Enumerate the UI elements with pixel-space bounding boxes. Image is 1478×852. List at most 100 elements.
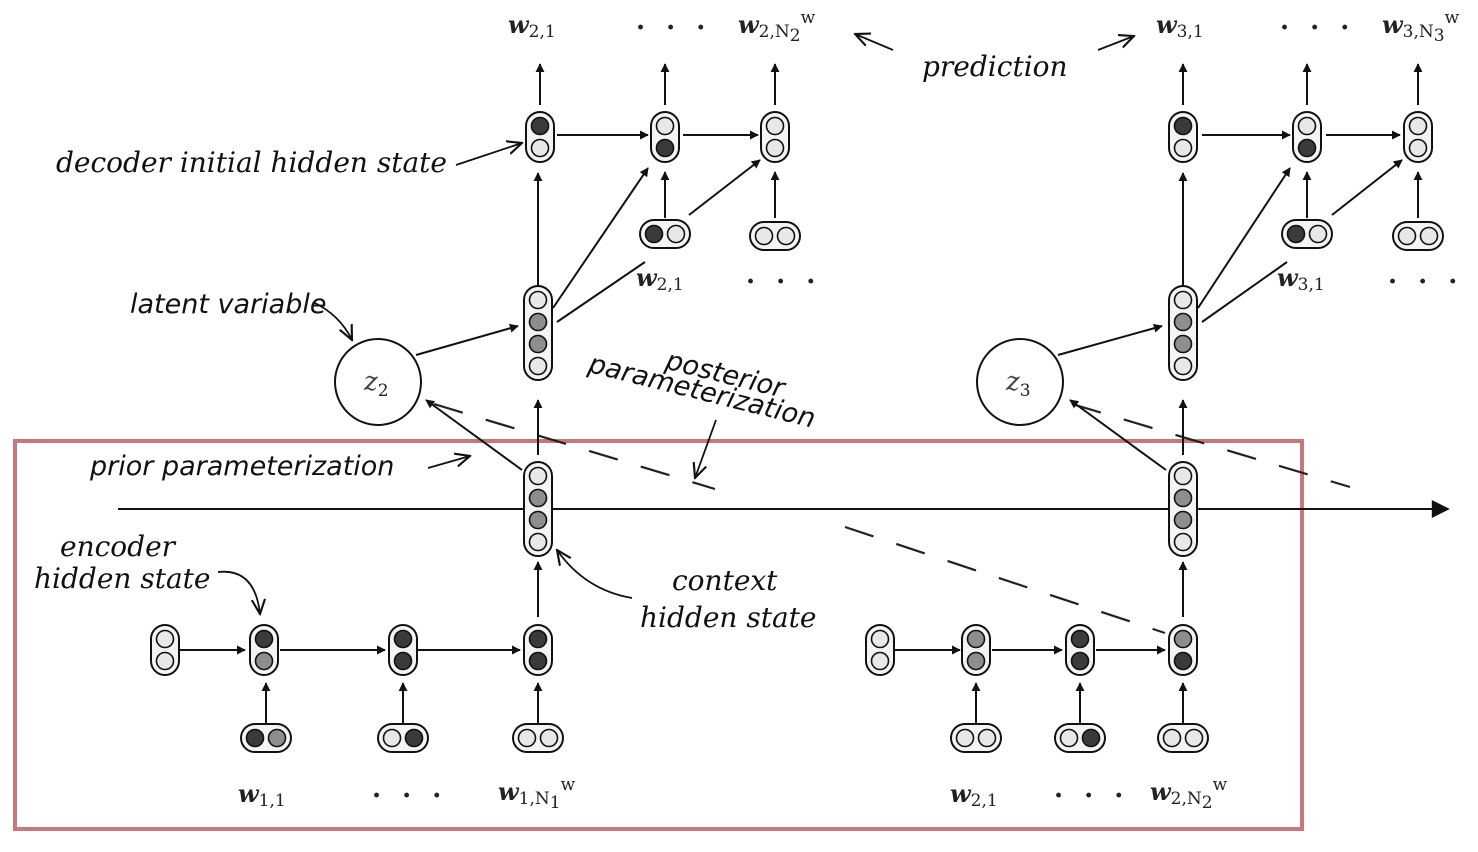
encoder-init-node-unit — [870, 629, 890, 649]
context-node-unit — [1173, 466, 1193, 486]
encoder-node-unit — [528, 629, 548, 649]
decoder-init-node — [523, 285, 553, 381]
decoder-input-node-unit — [1397, 226, 1417, 246]
encoder-node-unit — [1173, 629, 1193, 649]
encoder-node-unit — [393, 651, 413, 671]
ellipsis-decoder-right: · · · — [1388, 267, 1463, 297]
context-node-unit — [1173, 532, 1193, 552]
encoder-node-unit — [254, 629, 274, 649]
decoder-init-node — [1168, 285, 1198, 381]
decoder-node-unit — [1173, 138, 1193, 158]
word-label-top-w2N2: w2,N2w — [738, 8, 816, 46]
decoder-node-unit — [530, 116, 550, 136]
word-embedding-node-unit — [1184, 728, 1204, 748]
left-connections — [180, 63, 780, 724]
decoder-node — [1292, 111, 1322, 163]
word-embedding-node — [950, 723, 1002, 753]
word-label-top-w31: w3,1 — [1156, 10, 1204, 42]
context-label-line2: hidden state — [640, 601, 816, 634]
encoder-label-line2: hidden state — [34, 562, 210, 595]
decoder-input-node-unit — [1286, 224, 1306, 244]
decoder-input-node-unit — [1419, 226, 1439, 246]
word-label-bottom-w2N2: w2,N2w — [1150, 775, 1228, 813]
encoder-node — [388, 624, 418, 676]
encoder-node-unit — [1173, 651, 1193, 671]
decoder-node — [1403, 111, 1433, 163]
decoder-node-unit — [1297, 116, 1317, 136]
word-embedding-node — [512, 723, 564, 753]
context-node — [1168, 461, 1198, 557]
decoder-input-node-unit — [754, 226, 774, 246]
word-embedding-node-unit — [1081, 728, 1101, 748]
word-embedding-node-unit — [404, 728, 424, 748]
context-node — [523, 461, 553, 557]
word-label-bottom-w11: w1,1 — [238, 779, 286, 811]
decoder-node — [1168, 111, 1198, 163]
context-node-unit — [1173, 488, 1193, 508]
ellipsis-bottom-right: · · · — [1054, 781, 1129, 811]
decoder-node-unit — [1297, 138, 1317, 158]
encoder-node-unit — [966, 651, 986, 671]
word-label-top-w21: w2,1 — [508, 10, 556, 42]
context-node-unit — [528, 532, 548, 552]
encoder-node-unit — [528, 651, 548, 671]
decoder-init-node-unit — [528, 334, 548, 354]
encoder-node-unit — [1070, 651, 1090, 671]
word-embedding-node-unit — [382, 728, 402, 748]
context-label-line1: context — [672, 564, 778, 597]
decoder-init-node-unit — [1173, 290, 1193, 310]
word-embedding-node — [1157, 723, 1209, 753]
ellipsis-decoder-left: · · · — [746, 267, 821, 297]
word-embedding-node-unit — [977, 728, 997, 748]
word-embedding-node-unit — [539, 728, 559, 748]
word-embedding-node-unit — [267, 728, 287, 748]
encoder-label-line1: encoder — [60, 530, 177, 563]
encoder-node — [1065, 624, 1095, 676]
decoder-input-node-unit — [666, 224, 686, 244]
encoder-init-node — [150, 624, 180, 676]
context-node-unit — [1173, 510, 1193, 530]
decoder-input-node-unit — [644, 224, 664, 244]
latent-variable-label: latent variable — [130, 289, 326, 320]
encoder-node — [1168, 624, 1198, 676]
latent-z3-node: z3 — [976, 338, 1064, 426]
decoder-node — [525, 111, 555, 163]
decoder-node — [650, 111, 680, 163]
decoder-node-unit — [655, 116, 675, 136]
context-node-unit — [528, 466, 548, 486]
decoder-input-node-unit — [776, 226, 796, 246]
decoder-init-node-unit — [1173, 334, 1193, 354]
context-node-unit — [528, 510, 548, 530]
ellipsis-top-right: · · · — [1280, 13, 1355, 43]
decoder-input-node — [749, 221, 801, 251]
word-embedding-node-unit — [245, 728, 265, 748]
decoder-init-node-unit — [1173, 312, 1193, 332]
prediction-label: prediction — [922, 50, 1068, 83]
encoder-init-node-unit — [155, 651, 175, 671]
word-embedding-node-unit — [955, 728, 975, 748]
encoder-node-unit — [1070, 629, 1090, 649]
latent-z2-node: z2 — [334, 338, 422, 426]
word-embedding-node-unit — [1162, 728, 1182, 748]
decoder-node-unit — [765, 138, 785, 158]
word-labels: w2,1 · · · w2,N2w w3,1 · · · w3,N3w w2,1… — [238, 8, 1463, 813]
decoder-init-node-unit — [528, 312, 548, 332]
word-embedding-node-unit — [517, 728, 537, 748]
encoder-node — [961, 624, 991, 676]
decoder-node-unit — [1173, 116, 1193, 136]
decoder-init-node-unit — [528, 290, 548, 310]
decoder-node-unit — [765, 116, 785, 136]
encoder-init-node-unit — [155, 629, 175, 649]
word-label-bottom-w1N1: w1,N1w — [498, 775, 576, 813]
rnn-nodes — [150, 111, 1444, 753]
decoder-input-node — [639, 219, 691, 249]
word-embedding-node — [240, 723, 292, 753]
word-embedding-node — [1054, 723, 1106, 753]
decoder-node-unit — [530, 138, 550, 158]
decoder-init-node-unit — [528, 356, 548, 376]
decoder-input-node-unit — [1308, 224, 1328, 244]
encoder-node — [523, 624, 553, 676]
word-label-bottom-w21: w2,1 — [950, 779, 998, 811]
decoder-init-node-unit — [1173, 356, 1193, 376]
